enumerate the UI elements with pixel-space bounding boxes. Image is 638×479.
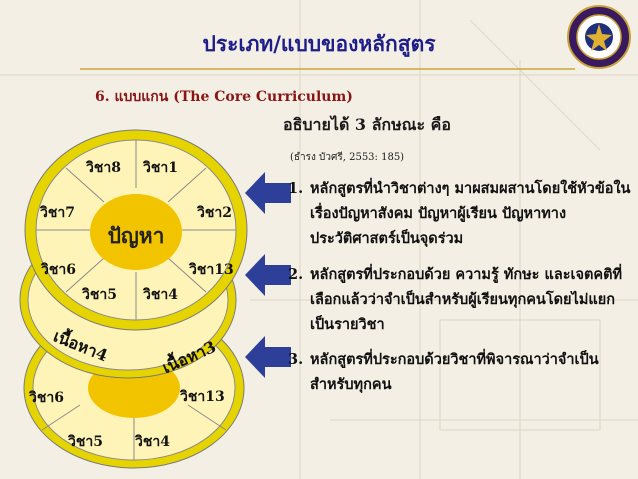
back-subject-4: วิชา4 bbox=[134, 434, 170, 450]
point-3: 3. หลักสูตรที่ประกอบด้วยวิชาที่พิจารณาว่… bbox=[288, 347, 633, 397]
point-text: หลักสูตรที่ประกอบด้วย ความรู้ ทักษะ และเ… bbox=[310, 266, 623, 333]
back-subject-6: วิชา6 bbox=[28, 390, 64, 406]
section-subtitle: 6. แบบแกน (The Core Curriculum) bbox=[95, 89, 353, 105]
back-subject-5: วิชา5 bbox=[67, 434, 103, 450]
page-title: ประเภท/แบบของหลักสูตร bbox=[202, 31, 436, 56]
point-text: หลักสูตรที่นำวิชาต่างๆ มาผสมผสานโดยใช้หั… bbox=[310, 180, 631, 247]
arrow-left-icon bbox=[245, 336, 291, 378]
front-subject-8: วิชา8 bbox=[85, 160, 121, 176]
point-number: 1. bbox=[288, 180, 304, 197]
arrow-left-icon bbox=[245, 172, 291, 214]
front-subject-7: วิชา7 bbox=[39, 205, 75, 221]
university-seal-icon bbox=[567, 5, 631, 69]
front-subject-1: วิชา1 bbox=[142, 160, 178, 176]
center-problem: ปัญหา bbox=[108, 223, 165, 249]
point-text: หลักสูตรที่ประกอบด้วยวิชาที่พิจารณาว่าจำ… bbox=[310, 351, 599, 393]
back-subject-13: วิชา13 bbox=[179, 389, 225, 405]
explain-heading: อธิบายได้ 3 ลักษณะ คือ bbox=[283, 115, 451, 134]
front-subject-5: วิชา5 bbox=[81, 287, 117, 303]
point-number: 2. bbox=[288, 266, 304, 283]
front-flower: ปัญหา วิชา1 วิชา2 วิชา13 วิชา4 วิชา5 วิช… bbox=[24, 129, 248, 331]
point-1: 1. หลักสูตรที่นำวิชาต่างๆ มาผสมผสานโดยใช… bbox=[288, 176, 633, 251]
point-number: 3. bbox=[288, 351, 304, 368]
front-subject-4: วิชา4 bbox=[142, 287, 178, 303]
front-subject-6: วิชา6 bbox=[40, 262, 76, 278]
front-subject-13: วิชา13 bbox=[188, 262, 234, 278]
front-subject-2: วิชา2 bbox=[196, 205, 232, 221]
arrow-left-icon bbox=[245, 254, 291, 296]
citation: (ธำรง บัวศรี, 2553: 185) bbox=[290, 152, 405, 163]
point-2: 2. หลักสูตรที่ประกอบด้วย ความรู้ ทักษะ แ… bbox=[288, 262, 633, 337]
